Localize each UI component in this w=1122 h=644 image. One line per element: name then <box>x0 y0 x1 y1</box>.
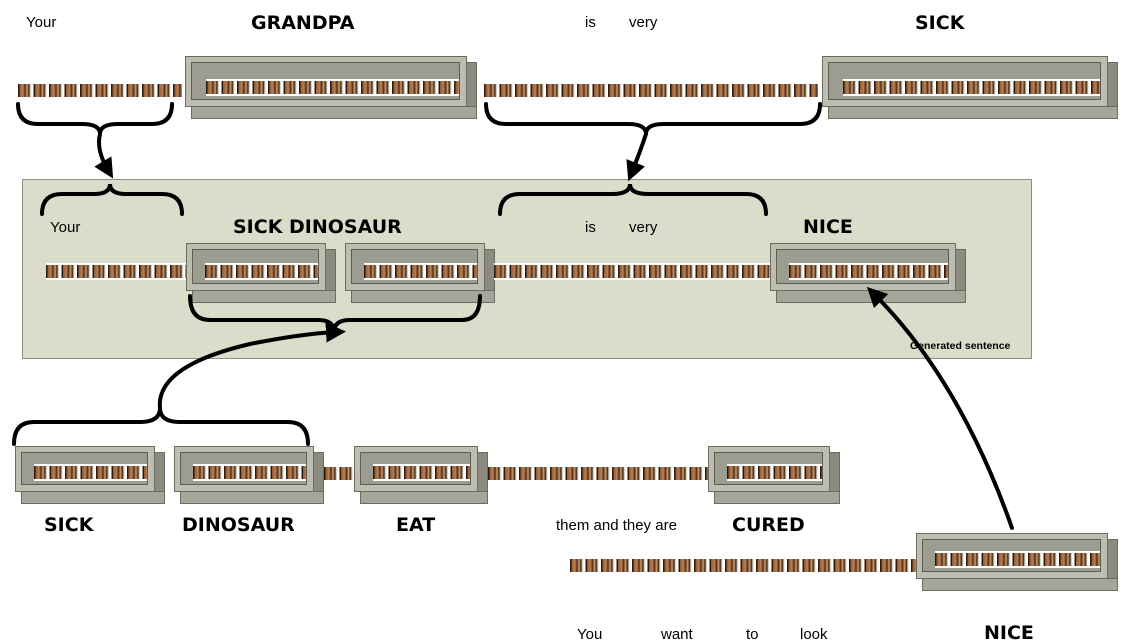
arrow-is-very-down <box>632 134 646 172</box>
arrow-your-down <box>99 134 108 170</box>
arrow-sick-dinosaur-up <box>160 332 336 408</box>
brace-your-row1 <box>18 104 172 134</box>
brace-your-panel <box>42 184 182 214</box>
brace-sick-dinosaur-row3 <box>14 408 308 444</box>
brace-sick-dinosaur-panel <box>190 296 480 332</box>
brace-is-very-row1 <box>486 104 820 134</box>
brace-is-very-panel <box>500 184 766 214</box>
arrow-nice-up <box>874 294 1012 528</box>
